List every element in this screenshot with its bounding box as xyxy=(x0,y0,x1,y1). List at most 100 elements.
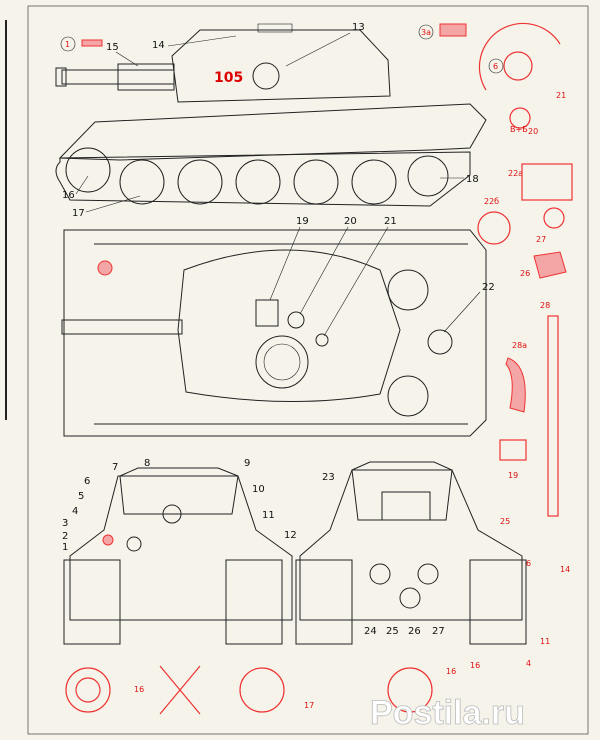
part-label-3a: 3a xyxy=(421,28,431,37)
cross-insignia xyxy=(97,260,113,276)
cross-insignia-front xyxy=(102,534,114,546)
track-left-rear xyxy=(295,559,353,645)
road-wheel-2 xyxy=(177,159,223,205)
part-bracket-16 xyxy=(159,665,201,715)
part-label-16a: 16 xyxy=(134,685,144,694)
label-11: 11 xyxy=(262,510,275,521)
part-circle-6 xyxy=(488,58,504,74)
part-plate-26 xyxy=(533,251,567,279)
part-label-6b: 6 xyxy=(526,559,531,568)
part-sprocket-hub xyxy=(75,677,101,703)
headlight xyxy=(126,536,142,552)
idler-wheel xyxy=(407,155,449,197)
label-19: 19 xyxy=(296,216,309,227)
label-23: 23 xyxy=(322,472,335,483)
part-disc-21 xyxy=(509,107,531,129)
hull-side xyxy=(58,103,487,161)
part-barrel-strip xyxy=(81,39,103,47)
part-label-4: 4 xyxy=(526,659,531,668)
label-24: 24 xyxy=(364,626,377,637)
hatch-inner xyxy=(263,343,301,381)
track-right-front xyxy=(225,559,283,645)
label-10: 10 xyxy=(252,484,265,495)
leader-16 xyxy=(75,175,89,195)
label-21: 21 xyxy=(384,216,397,227)
part-label-bv: В+Б xyxy=(510,125,528,134)
turret-side xyxy=(171,29,391,103)
top-view: 19 20 21 22 xyxy=(61,216,495,437)
part-wheel-17 xyxy=(239,667,285,713)
drive-sprocket xyxy=(65,147,111,193)
part-sprocket-16b xyxy=(387,667,433,713)
road-wheel-4 xyxy=(293,159,339,205)
part-hatch-plate xyxy=(439,23,467,37)
part-label-22b: 22б xyxy=(484,197,499,206)
part-label-6: 6 xyxy=(493,62,498,71)
leader-15 xyxy=(115,51,139,67)
front-view: 1 2 3 4 5 6 7 8 9 10 11 12 xyxy=(62,458,297,645)
watermark: Postila.ru xyxy=(370,694,525,732)
leader-21 xyxy=(323,226,389,337)
label-26: 26 xyxy=(408,626,421,637)
front-labels: 1 2 3 4 5 6 7 8 9 10 11 12 xyxy=(62,458,297,553)
turret-top xyxy=(177,249,401,402)
tow-coupling xyxy=(399,587,421,609)
road-wheel-3 xyxy=(235,159,281,205)
part-label-16c: 16 xyxy=(470,661,480,670)
part-label-17: 17 xyxy=(304,701,314,710)
leader-22 xyxy=(443,291,481,333)
side-view: 105 13 14 15 16 17 18 xyxy=(55,22,487,219)
leader-20 xyxy=(299,226,349,315)
label-3: 3 xyxy=(62,518,68,529)
part-box-19 xyxy=(499,439,527,461)
rear-labels: 23 24 25 26 27 xyxy=(322,472,445,637)
part-label-16b: 16 xyxy=(446,667,456,676)
label-1: 1 xyxy=(62,542,68,553)
label-22: 22 xyxy=(482,282,495,293)
gun-bore-front xyxy=(162,504,182,524)
rear-hatch xyxy=(381,491,431,521)
gun-top xyxy=(61,319,183,335)
fender-lines xyxy=(94,243,468,425)
top-labels: 19 20 21 22 xyxy=(269,216,495,337)
periscope xyxy=(287,311,305,329)
label-7: 7 xyxy=(112,462,118,473)
leader-14 xyxy=(167,35,237,47)
side-labels: 13 14 15 16 17 18 xyxy=(62,22,479,219)
fan-grille-1 xyxy=(387,269,429,311)
label-8: 8 xyxy=(144,458,150,469)
vent-cap xyxy=(315,333,329,347)
engine-cap xyxy=(427,329,453,355)
part-label-26: 26 xyxy=(520,269,530,278)
label-9: 9 xyxy=(244,458,250,469)
part-grille-22a xyxy=(521,163,573,201)
part-label-25: 25 xyxy=(500,517,510,526)
road-wheel-5 xyxy=(351,159,397,205)
leader-13 xyxy=(285,32,351,67)
hull-rear xyxy=(299,469,523,621)
label-13: 13 xyxy=(352,22,365,33)
turret-rear xyxy=(351,461,453,521)
sheet-border xyxy=(27,5,589,735)
leader-17 xyxy=(85,195,141,213)
tactical-number: 105 xyxy=(214,70,243,86)
turret-ring-hatch xyxy=(255,335,309,389)
exhaust-right xyxy=(417,563,439,585)
label-15: 15 xyxy=(106,42,119,53)
part-label-21: 21 xyxy=(556,91,566,100)
label-18: 18 xyxy=(466,174,479,185)
part-sprocket-16 xyxy=(65,667,111,713)
turret-marking-circle xyxy=(252,62,280,90)
part-label-19: 19 xyxy=(508,471,518,480)
part-label-11: 11 xyxy=(540,637,550,646)
part-label-20: 20 xyxy=(528,127,538,136)
label-16: 16 xyxy=(62,190,75,201)
exhaust-left xyxy=(369,563,391,585)
part-disc-27 xyxy=(543,207,565,229)
label-5: 5 xyxy=(78,491,84,502)
part-label-1: 1 xyxy=(65,40,70,49)
part-turret-ring xyxy=(503,51,533,81)
label-2: 2 xyxy=(62,531,68,542)
part-circle-1 xyxy=(60,36,76,52)
